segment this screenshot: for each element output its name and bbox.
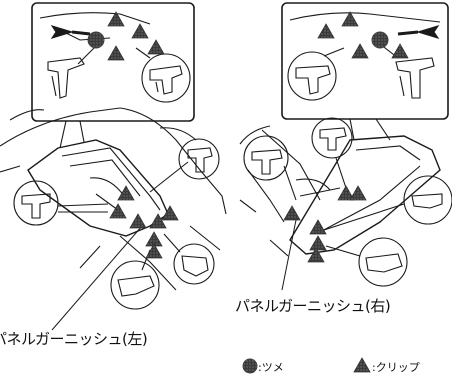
legend-claw-icon — [242, 358, 258, 374]
legend-clip-label: :クリップ — [372, 361, 420, 374]
clip-marker — [309, 219, 327, 235]
legend-claw-label: :ツメ — [258, 361, 284, 374]
clip-marker — [307, 247, 325, 263]
clip-marker — [341, 11, 359, 27]
clip-marker — [309, 235, 327, 251]
clip-marker — [161, 205, 179, 221]
left-arrow-icon — [50, 25, 74, 39]
right-label-leader — [281, 219, 297, 291]
clip-marker — [337, 185, 355, 201]
right-panel-body — [289, 135, 441, 255]
right-garnish-group — [239, 2, 452, 291]
claw-marker — [87, 31, 105, 49]
claw-markers — [87, 31, 389, 49]
clip-marker — [317, 23, 335, 39]
clip-marker — [145, 243, 163, 259]
clip-marker — [131, 23, 149, 39]
left-inset-box — [31, 2, 195, 122]
clip-marker — [107, 11, 125, 27]
clip-marker — [107, 45, 125, 61]
clip-marker — [109, 203, 127, 219]
clip-marker — [149, 213, 167, 229]
left-panel-label: パネルガーニッシュ(左) — [0, 330, 148, 348]
right-panel-label: パネルガーニッシュ(右) — [235, 297, 391, 315]
clip-marker — [351, 43, 369, 59]
left-garnish-group — [0, 2, 227, 331]
claw-marker — [371, 31, 389, 49]
left-label-leader — [51, 225, 143, 331]
clip-marker — [283, 205, 301, 221]
clip-marker — [391, 43, 409, 59]
clip-marker — [147, 39, 165, 55]
right-inset-box — [281, 2, 449, 120]
left-panel-body — [27, 139, 169, 237]
clip-markers — [107, 11, 409, 263]
legend-clip-icon — [353, 357, 371, 373]
clip-marker — [117, 185, 135, 201]
clip-marker — [349, 185, 367, 201]
clip-marker — [129, 213, 147, 229]
right-arrow-icon — [416, 25, 440, 39]
